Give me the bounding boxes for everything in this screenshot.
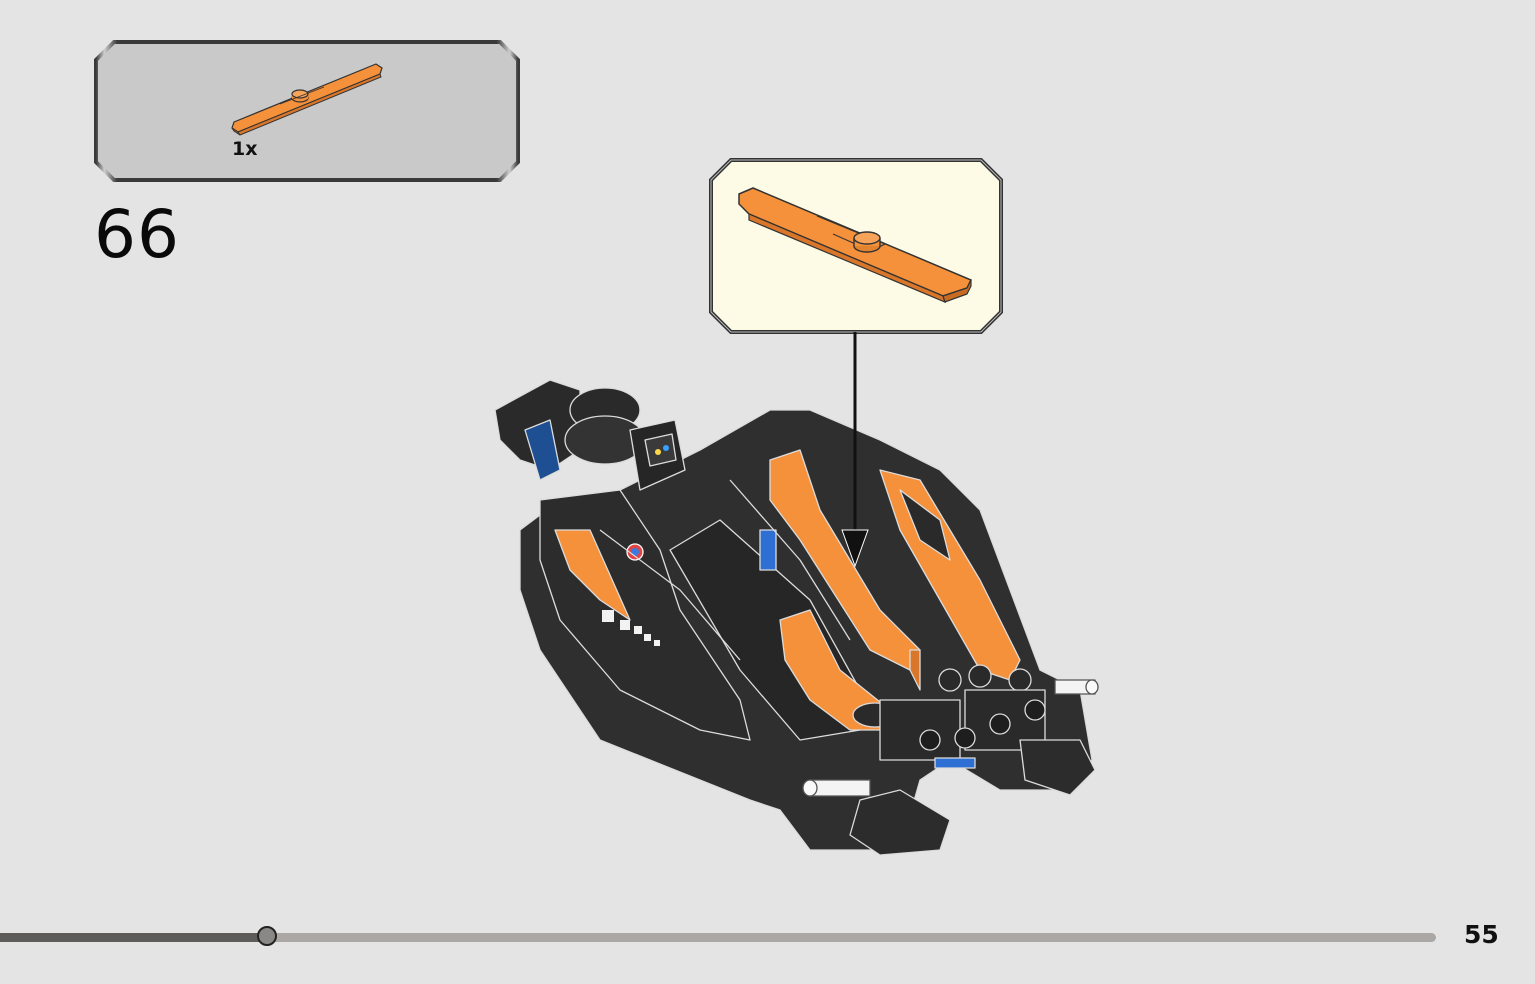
subassembly-frame xyxy=(709,158,1003,334)
orange-plate-large-icon xyxy=(738,187,973,304)
parts-box-frame xyxy=(94,40,520,182)
orange-plate-icon xyxy=(231,63,383,136)
race-car-model xyxy=(494,379,1099,856)
down-arrow-icon xyxy=(841,332,869,568)
progress-fill xyxy=(0,933,269,942)
part-quantity-label: 1x xyxy=(232,138,258,160)
model-illustration xyxy=(480,330,1120,870)
step-number: 66 xyxy=(94,196,180,273)
parts-list-box: 1x xyxy=(94,40,520,182)
progress-knob xyxy=(257,926,277,946)
placement-arrow xyxy=(830,330,880,570)
progress-track xyxy=(0,933,1436,942)
subassembly-callout-box xyxy=(709,158,1003,334)
page-number: 55 xyxy=(1464,920,1499,949)
book-progress-bar xyxy=(0,926,1440,948)
